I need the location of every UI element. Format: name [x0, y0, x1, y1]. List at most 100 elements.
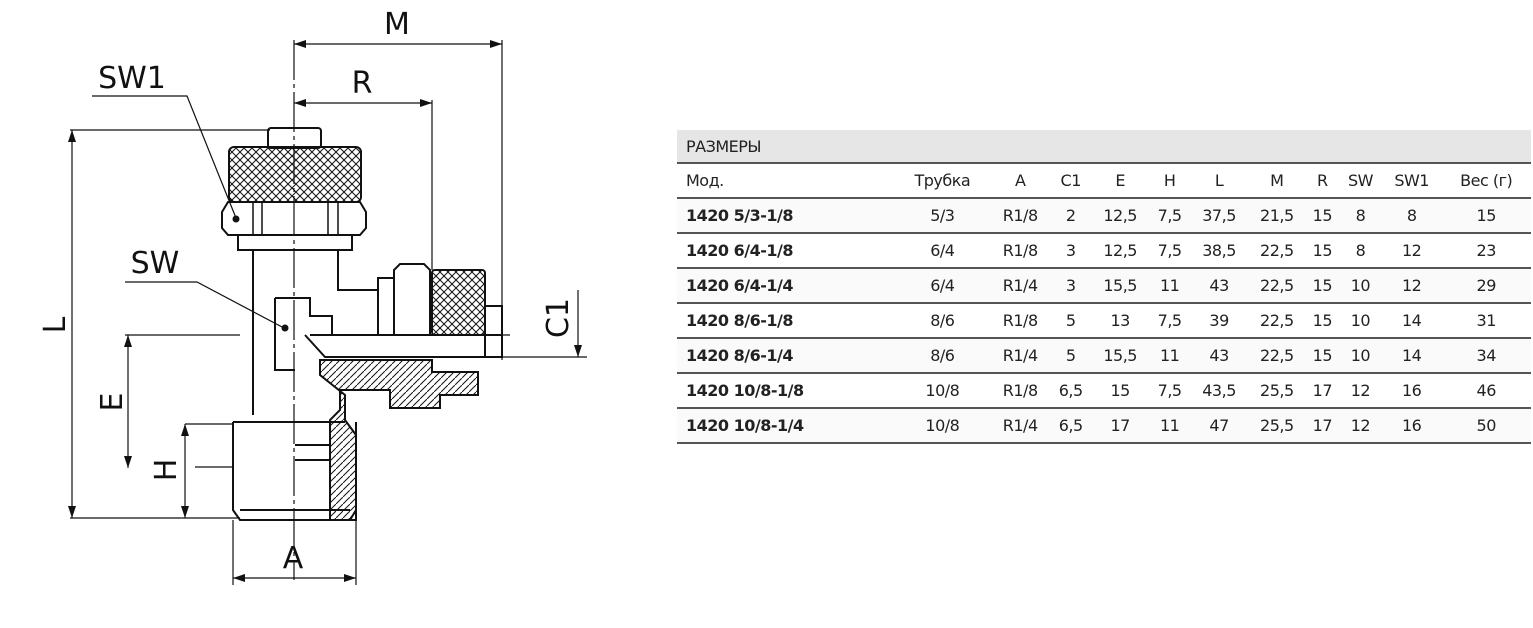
table-cell: 12,5	[1091, 233, 1150, 269]
column-header: A	[990, 163, 1051, 199]
table-cell: 3	[1050, 268, 1092, 304]
table-cell: 8	[1338, 198, 1382, 234]
table-cell: 10/8	[894, 373, 991, 409]
table-cell: 15	[1305, 198, 1339, 234]
table-cell: 15,5	[1091, 268, 1150, 304]
table-cell: 47	[1190, 408, 1248, 444]
table-cell: 12	[1381, 233, 1442, 269]
table-cell: 11	[1149, 268, 1191, 304]
column-header: M	[1247, 163, 1306, 199]
column-header: SW	[1338, 163, 1382, 199]
table-cell: 6,5	[1050, 408, 1092, 444]
table-cell: 3	[1050, 233, 1092, 269]
table-cell: 22,5	[1247, 268, 1306, 304]
table-cell: 7,5	[1149, 373, 1191, 409]
table-cell: 10/8	[894, 408, 991, 444]
table-cell: 1420 6/4-1/8	[677, 233, 895, 269]
label-SW: SW	[131, 246, 180, 281]
table-cell: 7,5	[1149, 233, 1191, 269]
table-cell: R1/8	[990, 198, 1051, 234]
table-cell: 12,5	[1091, 198, 1150, 234]
table-cell: 38,5	[1190, 233, 1248, 269]
thread	[232, 421, 357, 521]
label-H: H	[149, 459, 184, 482]
column-header: R	[1305, 163, 1339, 199]
label-L: L	[38, 316, 73, 333]
table-cell: 11	[1149, 408, 1191, 444]
table-cell: 17	[1305, 408, 1339, 444]
label-E: E	[95, 393, 130, 412]
table-cell: 37,5	[1190, 198, 1248, 234]
table-cell: 31	[1441, 303, 1531, 339]
table-cell: 17	[1091, 408, 1150, 444]
table-cell: 15	[1091, 373, 1150, 409]
table-cell: R1/8	[990, 233, 1051, 269]
table-cell: 29	[1441, 268, 1531, 304]
table-cell: 10	[1338, 268, 1382, 304]
label-C1: C1	[541, 298, 576, 338]
table-cell: 12	[1381, 268, 1442, 304]
table-cell: R1/4	[990, 338, 1051, 374]
table-cell: 8	[1338, 233, 1382, 269]
table-cell: 1420 8/6-1/4	[677, 338, 895, 374]
table-cell: 6,5	[1050, 373, 1092, 409]
label-R: R	[352, 66, 373, 101]
label-SW1: SW1	[98, 61, 166, 96]
table-cell: 7,5	[1149, 198, 1191, 234]
table-cell: 1420 5/3-1/8	[677, 198, 895, 234]
table-cell: 12	[1338, 408, 1382, 444]
table-cell: 15	[1441, 198, 1531, 234]
table-cell: 15	[1305, 338, 1339, 374]
table-cell: 17	[1305, 373, 1339, 409]
table-cell: 15	[1305, 303, 1339, 339]
table-cell: 15	[1305, 268, 1339, 304]
hex-nut-sw1	[221, 201, 367, 236]
table-cell: 5	[1050, 338, 1092, 374]
table-cell: 43	[1190, 338, 1248, 374]
table-cell: 5	[1050, 303, 1092, 339]
table-cell: 25,5	[1247, 373, 1306, 409]
column-header: Мод.	[677, 163, 895, 199]
column-header: E	[1091, 163, 1150, 199]
fitting-technical-drawing: M R SW1 SW L E H A C1	[38, 7, 587, 585]
table-cell: 34	[1441, 338, 1531, 374]
table-cell: 22,5	[1247, 338, 1306, 374]
table-cell: 22,5	[1247, 233, 1306, 269]
column-header: SW1	[1381, 163, 1442, 199]
table-cell: 2	[1050, 198, 1092, 234]
table-cell: 5/3	[894, 198, 991, 234]
leader-sw	[125, 281, 285, 329]
table-cell: 16	[1381, 408, 1442, 444]
knurled-nut-top	[228, 146, 362, 203]
table-cell: 6/4	[894, 268, 991, 304]
table-cell: R1/8	[990, 373, 1051, 409]
table-cell: 8/6	[894, 338, 991, 374]
table-cell: R1/8	[990, 303, 1051, 339]
table-cell: 8	[1381, 198, 1442, 234]
table-title: РАЗМЕРЫ	[677, 130, 1531, 164]
table-cell: 25,5	[1247, 408, 1306, 444]
fitting-body	[252, 250, 378, 415]
table-cell: 21,5	[1247, 198, 1306, 234]
table-cell: 12	[1338, 373, 1382, 409]
table-cell: 39	[1190, 303, 1248, 339]
table-cell: 11	[1149, 338, 1191, 374]
table-cell: R1/4	[990, 408, 1051, 444]
table-cell: 1420 10/8-1/8	[677, 373, 895, 409]
knurled-nut-side	[431, 269, 486, 336]
leader-sw1	[92, 95, 237, 219]
column-header: Вес (г)	[1441, 163, 1531, 199]
table-cell: 14	[1381, 338, 1442, 374]
table-cell: 50	[1441, 408, 1531, 444]
table-cell: 13	[1091, 303, 1150, 339]
table-cell: 6/4	[894, 233, 991, 269]
table-cell: 10	[1338, 338, 1382, 374]
table-cell: 15	[1305, 233, 1339, 269]
